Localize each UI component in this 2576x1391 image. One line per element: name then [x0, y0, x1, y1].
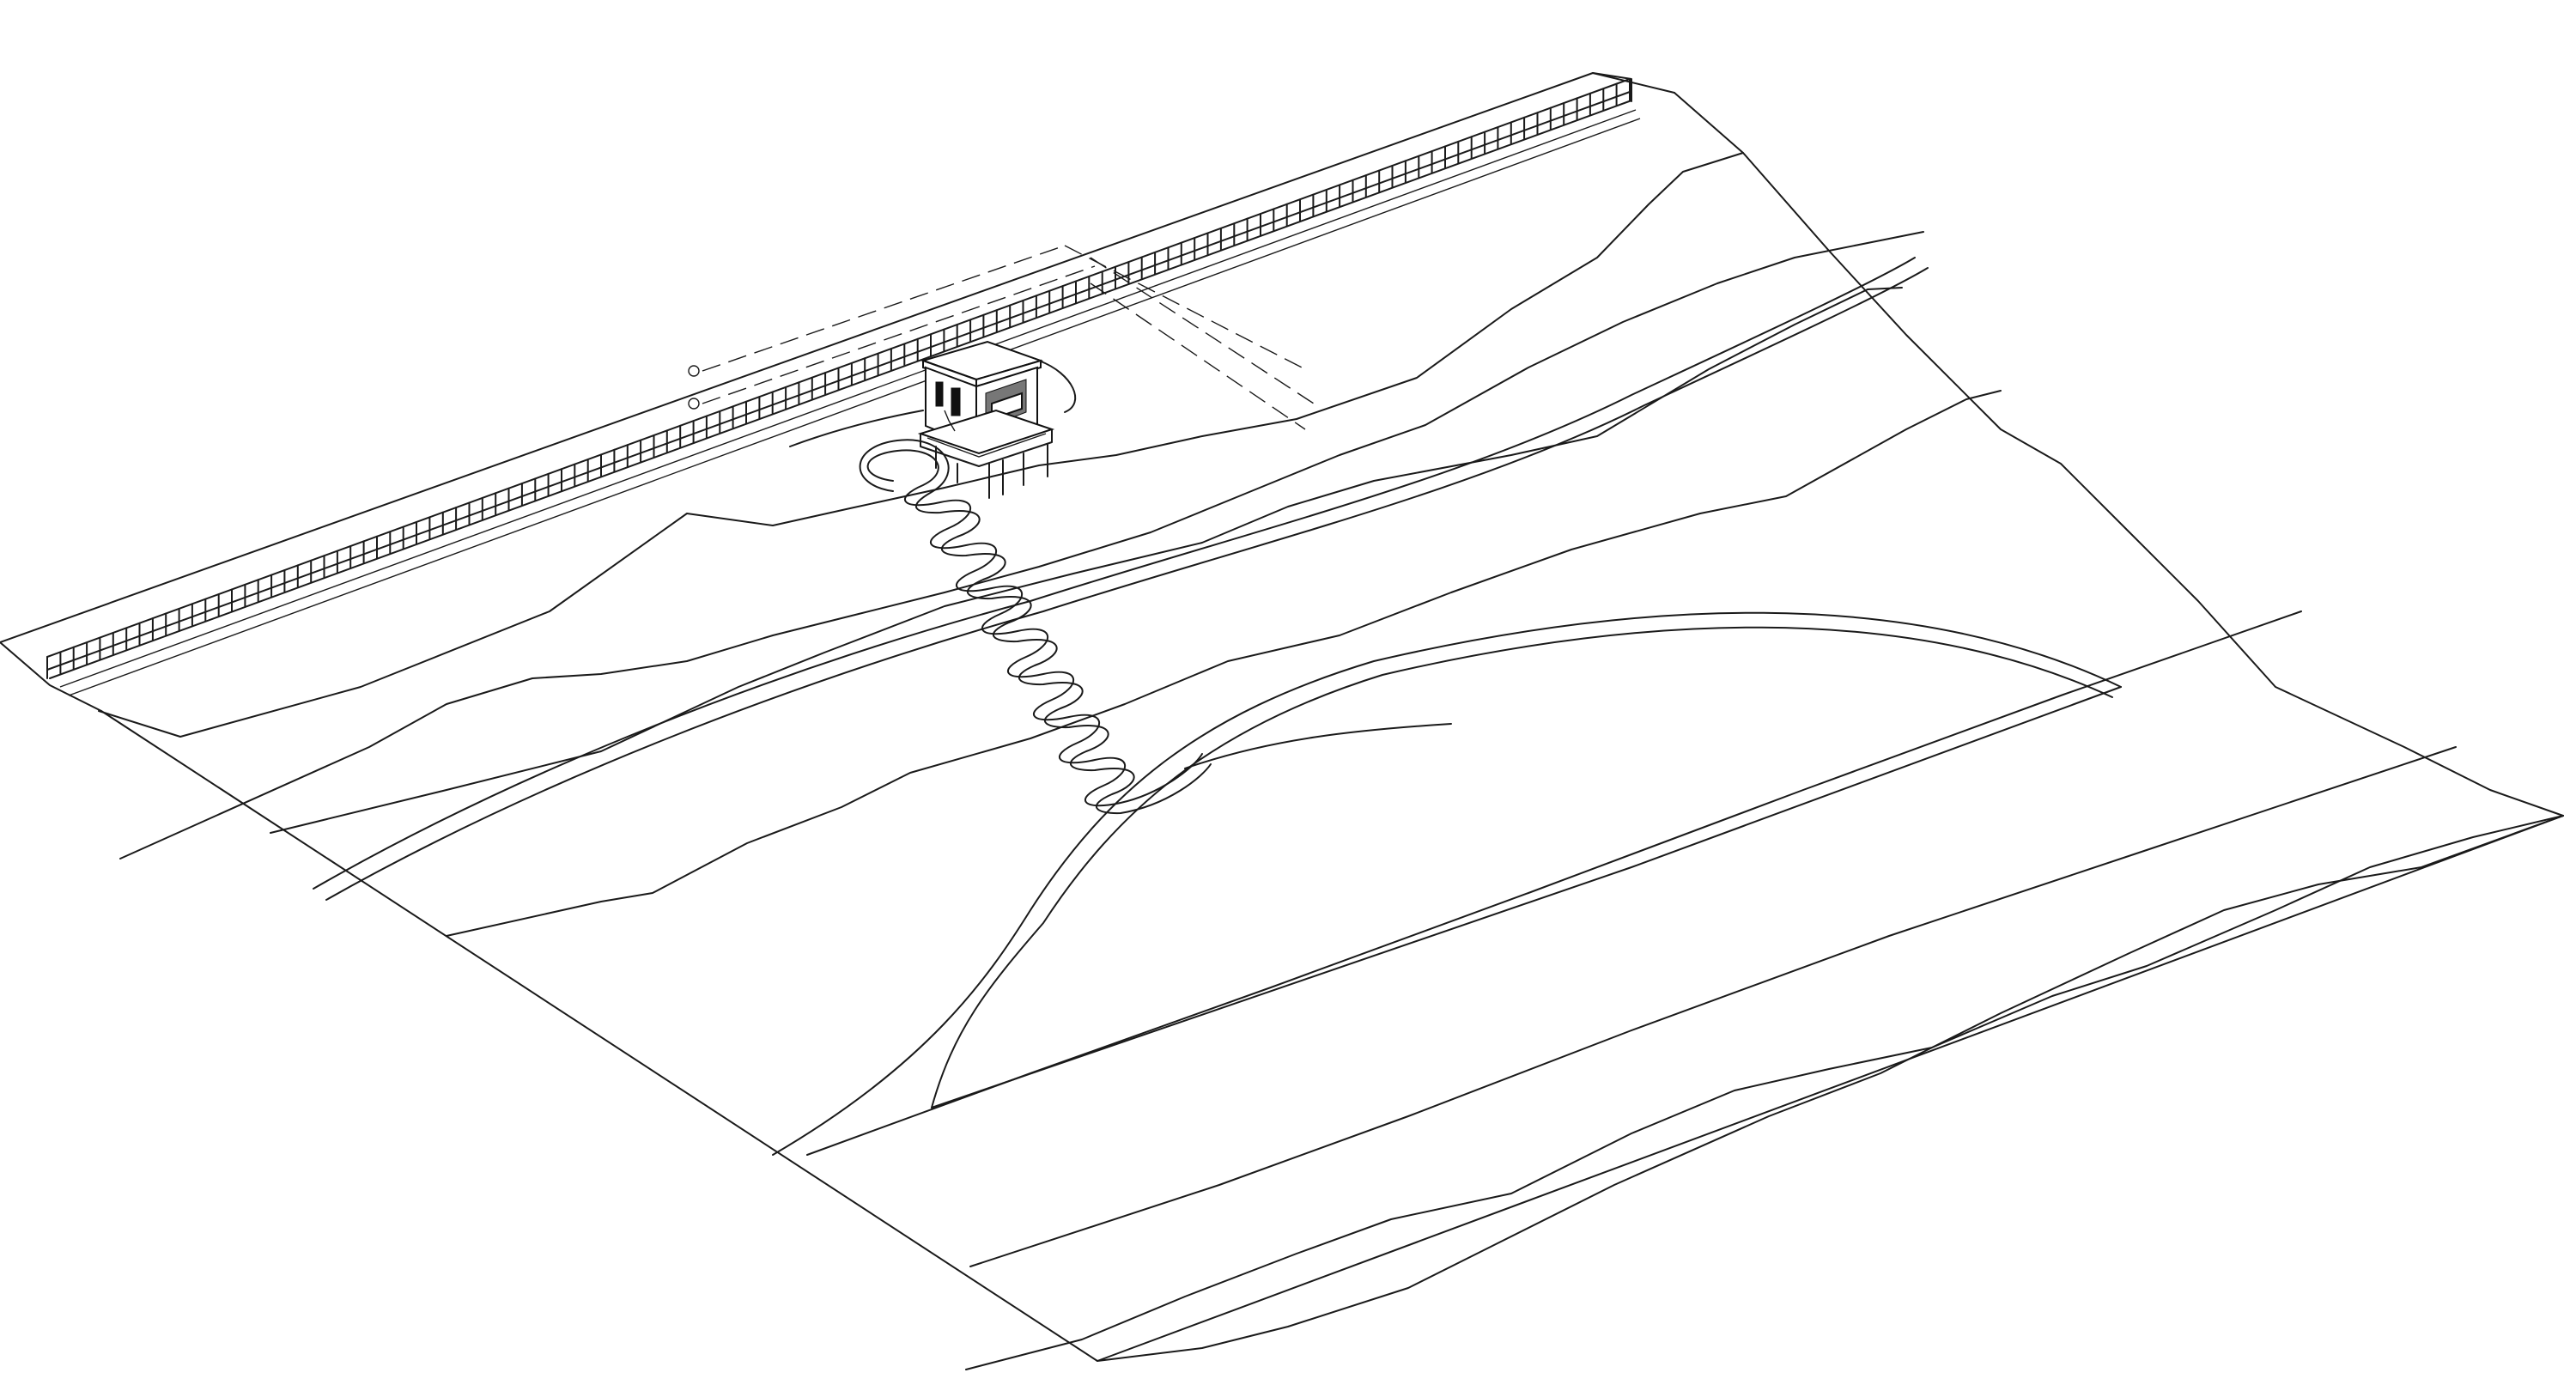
cabin-on-stilts [789, 340, 1077, 499]
boundary-fence [46, 72, 1641, 696]
level-marker-icon [688, 398, 700, 410]
level-markers [688, 245, 1315, 430]
contour-lines [98, 152, 2564, 1370]
access-road [313, 257, 2122, 1156]
level-marker-icon [688, 365, 700, 377]
switchback-path [859, 439, 1212, 815]
terrain-outline [0, 72, 2564, 1362]
